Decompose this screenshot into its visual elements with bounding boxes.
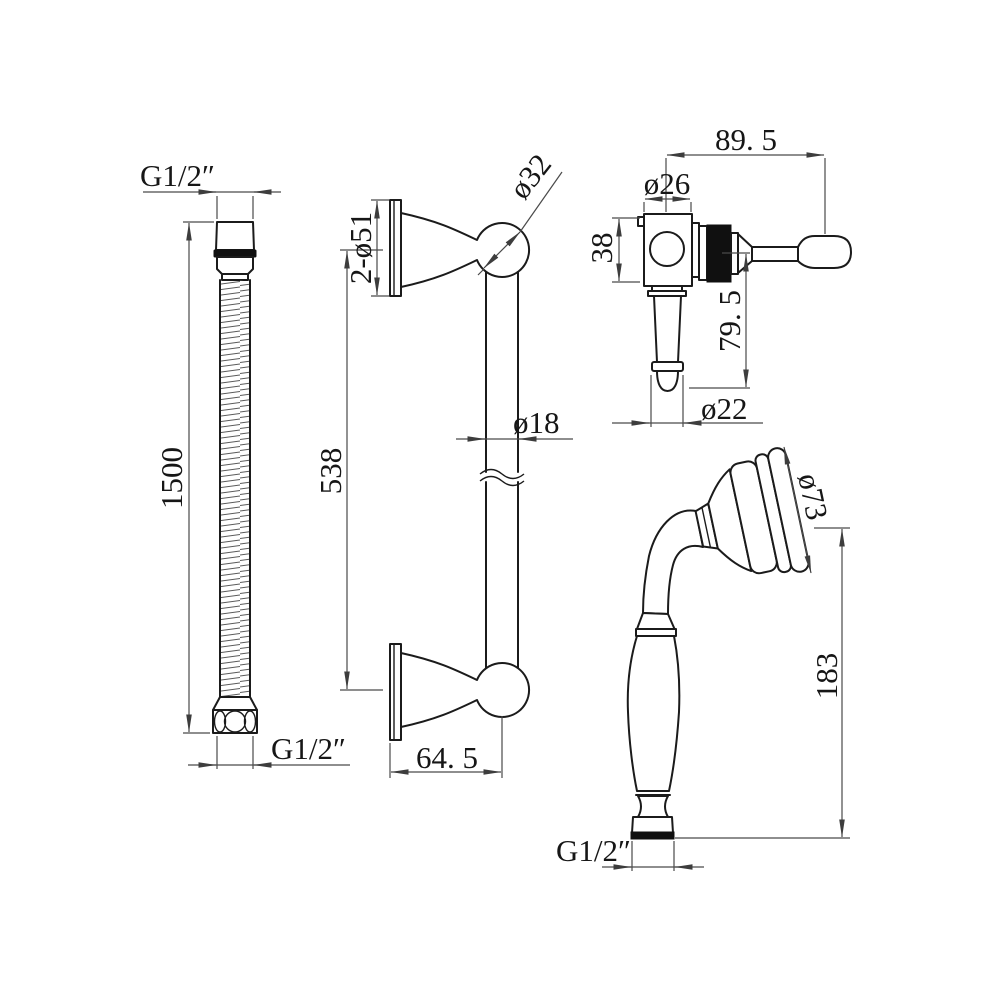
top-trumpet-bracket <box>400 212 530 288</box>
dim-label-bracket-drop: 79. 5 <box>712 290 747 352</box>
handset-handle <box>626 635 681 792</box>
dim-label-bracket-handle: ø22 <box>701 391 748 426</box>
dim-label-hose-length: 1500 <box>154 447 189 509</box>
shower-hose-drawing <box>212 221 258 734</box>
dim-label-bracket-height: 38 <box>584 233 619 264</box>
break-symbol <box>479 468 525 480</box>
dimension-lines <box>143 152 850 871</box>
dim-label-bracket-body: ø26 <box>644 166 691 201</box>
slider-bracket-drawing <box>637 213 852 392</box>
dimension-labels: G1/2″ 1500 G1/2″ 2-ø51 ø32 538 ø18 64. 5… <box>140 122 844 868</box>
handset-elbow <box>642 509 704 615</box>
handset-holder-cone <box>653 295 682 363</box>
hose-oring-band <box>213 249 257 258</box>
dim-label-bar-flanges: 2-ø51 <box>343 212 378 284</box>
lever-grip <box>797 235 852 269</box>
ball-joint <box>649 231 685 267</box>
hose-hex-nut <box>212 709 258 734</box>
dim-label-handset-thread: G1/2″ <box>556 833 631 868</box>
hand-shower-drawing <box>626 447 810 840</box>
dim-label-bar-offset: 64. 5 <box>416 740 478 775</box>
dim-label-bar-knob: ø32 <box>502 147 558 205</box>
hose-ribbed-tube <box>220 280 250 697</box>
holder-dome-tip <box>656 370 679 392</box>
handset-head <box>694 447 810 575</box>
bottom-trumpet-bracket <box>400 652 530 728</box>
top-wall-flange <box>389 199 402 297</box>
dim-label-bar-tube: ø18 <box>513 405 560 440</box>
dim-label-hose-top-thread: G1/2″ <box>140 158 215 193</box>
dim-label-bar-centers: 538 <box>313 448 348 495</box>
hose-top-connector <box>215 221 255 251</box>
bottom-wall-flange <box>389 643 402 741</box>
slide-rail-bar-drawing <box>389 199 530 741</box>
handset-inlet-cap <box>631 816 674 834</box>
dim-label-handset-height: 183 <box>809 653 844 700</box>
dim-label-bracket-length: 89. 5 <box>715 122 777 157</box>
dim-label-hose-bottom-thread: G1/2″ <box>271 731 346 766</box>
